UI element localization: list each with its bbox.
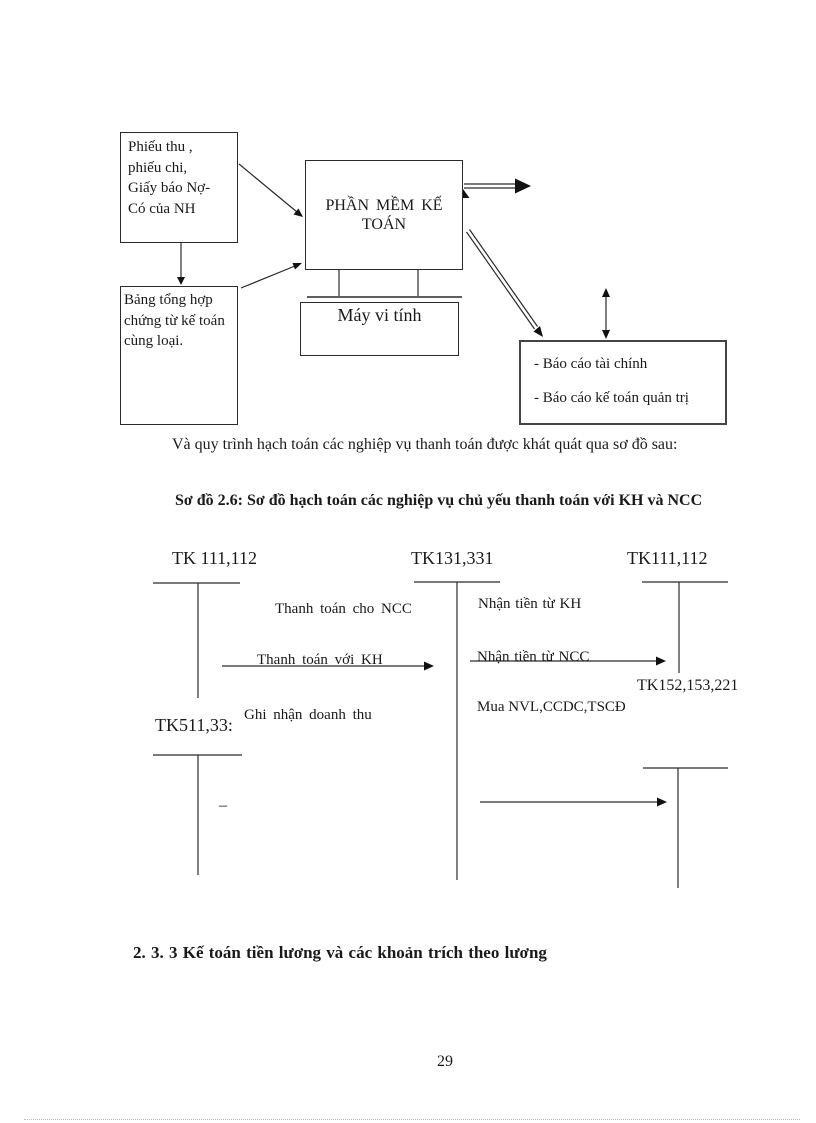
label-receive-ncc: Nhận tiền từ NCC — [477, 649, 590, 665]
computer-box: Máy vi tính — [300, 302, 459, 356]
double-arrow-to-reports-shaft — [466, 229, 538, 330]
report-line-financial: - Báo cáo tài chính — [534, 356, 648, 372]
report-line-management: - Báo cáo kế toán quản trị — [534, 390, 689, 406]
taccount-header-right: TK111,112 — [627, 548, 708, 568]
flowchart-arrowheads — [177, 178, 610, 339]
taccount-right-bottom — [643, 767, 728, 888]
taccount-right-top — [642, 581, 728, 673]
label-pay-ncc: Thanh toán cho NCC — [275, 601, 412, 617]
source-documents-box: Phiếu thu , phiếu chi, Giấy báo Nợ- Có c… — [120, 132, 238, 243]
label-receive-kh: Nhận tiền từ KH — [478, 596, 582, 612]
arrow-summary-to-software — [240, 265, 296, 289]
taccount-header-center: TK131,331 — [411, 548, 494, 568]
flowchart-connectors — [180, 163, 607, 331]
diagram-caption: Sơ đồ 2.6: Sơ đồ hạch toán các nghiệp vụ… — [175, 492, 703, 509]
taccount-left-top — [153, 582, 240, 698]
taccount-header-left: TK 111,112 — [172, 548, 257, 568]
footer-dotted-rule — [24, 1119, 800, 1120]
label-tk511: TK511,33: — [155, 715, 233, 735]
accounting-software-box: PHẦN MỀM KẾ TOÁN — [305, 160, 463, 270]
dash-mark: – — [219, 797, 227, 814]
double-arrow-right-shaft — [464, 183, 515, 189]
reports-box: - Báo cáo tài chính - Báo cáo kế toán qu… — [519, 340, 727, 425]
intro-paragraph: Và quy trình hạch toán các nghiệp vụ tha… — [172, 436, 678, 453]
taccount-center — [414, 581, 500, 880]
summary-sheet-box: Bảng tổng hợp chứng từ kế toán cùng loại… — [120, 286, 238, 425]
arrow-documents-to-software — [238, 163, 298, 213]
section-heading: 2. 3. 3 Kế toán tiền lương và các khoản … — [133, 943, 547, 962]
taccount-left-bottom — [153, 754, 242, 875]
page-number: 29 — [437, 1053, 453, 1070]
label-tk152: TK152,153,221 — [637, 677, 739, 694]
taccount-arrowheads — [424, 656, 667, 807]
label-purchase: Mua NVL,CCDC,TSCĐ — [477, 699, 626, 715]
label-revenue: Ghi nhận doanh thu — [244, 707, 372, 723]
taccount-lines — [153, 581, 728, 888]
label-pay-kh: Thanh toán với KH — [257, 652, 383, 668]
